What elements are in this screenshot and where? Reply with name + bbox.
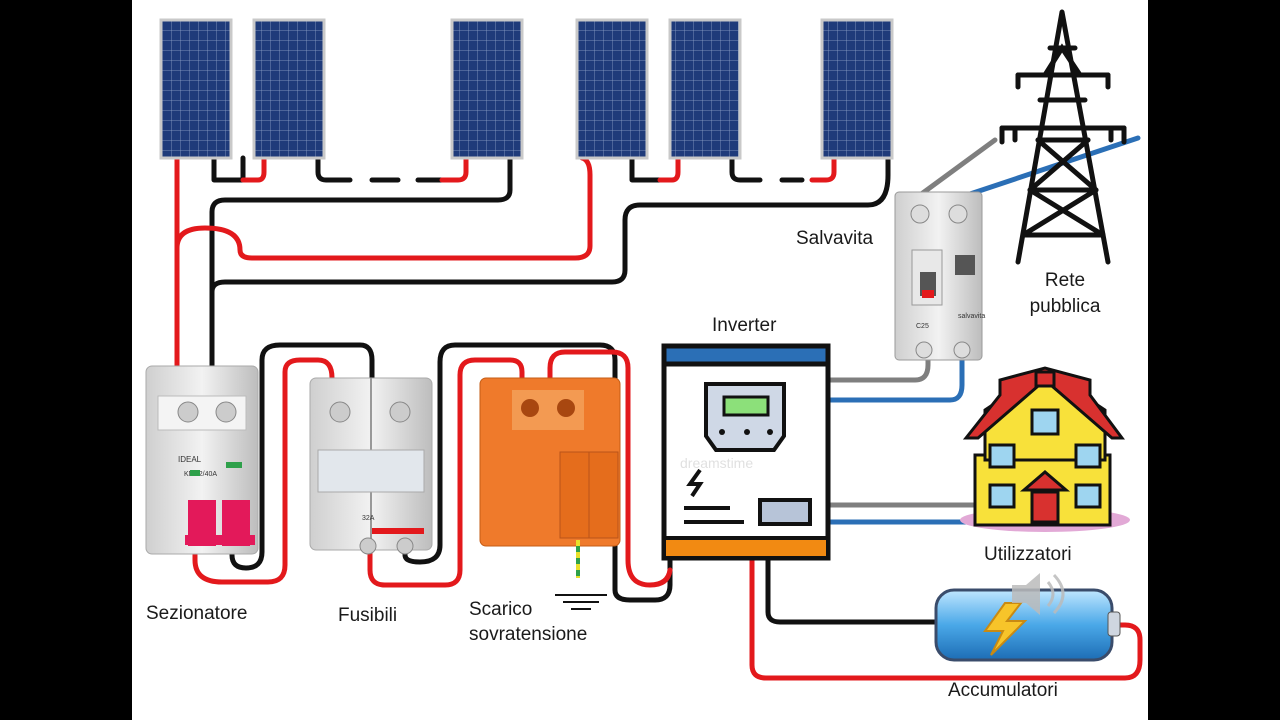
solar-panel-icon xyxy=(575,18,649,160)
battery-icon xyxy=(934,588,1121,662)
house-icon xyxy=(960,366,1130,532)
speaker-icon[interactable] xyxy=(1012,573,1065,615)
label-fusibili: Fusibili xyxy=(338,605,398,626)
positive-wire xyxy=(367,357,525,588)
ground-icon xyxy=(555,594,607,610)
battery-negative-wire xyxy=(765,557,943,625)
battery-positive-wire xyxy=(749,557,1143,681)
label-accumulatori: Accumulatori xyxy=(948,680,1058,701)
fusibili-device: 32A xyxy=(309,377,433,555)
grid-wire-blue xyxy=(955,135,1141,201)
solar-panel-icon xyxy=(252,18,326,160)
fuse-rating-text: 32A xyxy=(362,515,375,522)
panel-link-wire xyxy=(629,155,663,183)
spd-device xyxy=(479,377,621,578)
panel-link-wire xyxy=(809,155,837,183)
label-rete-line2: pubblica xyxy=(1029,296,1101,317)
positive-wire xyxy=(192,357,335,585)
ideal-brand-text: IDEAL xyxy=(178,455,202,464)
wiring-diagram: salvavita C25 IDEAL KMI-2/40A 32A xyxy=(145,9,1143,681)
pylon-icon xyxy=(999,9,1127,265)
label-sezionatore: Sezionatore xyxy=(146,603,248,624)
ac-wire-blue xyxy=(827,345,965,403)
panel-link-wire xyxy=(439,155,469,183)
negative-wire xyxy=(209,155,891,295)
label-rete-line1: Rete xyxy=(1044,270,1086,291)
label-scarico-line2: sovratensione xyxy=(469,624,588,645)
negative-wire xyxy=(209,155,513,383)
ac-wire-grey xyxy=(827,345,931,383)
solar-panel-icon xyxy=(668,18,742,160)
label-inverter: Inverter xyxy=(712,315,777,336)
label-salvavita: Salvavita xyxy=(796,228,874,249)
lightning-icon xyxy=(686,468,704,498)
sezionatore-device: IDEAL KMI-2/40A xyxy=(145,365,259,555)
rcd-brand-text: salvavita xyxy=(958,313,985,320)
solar-panel-icon xyxy=(159,18,233,160)
inverter-device: dreamstime xyxy=(661,343,831,561)
rcd-rating-text: C25 xyxy=(916,323,929,330)
label-utilizzatori: Utilizzatori xyxy=(984,544,1072,565)
solar-panel-icon xyxy=(820,18,894,160)
panel-link-wire xyxy=(729,155,763,183)
solar-panel-icon xyxy=(450,18,524,160)
breaker-model-text: KMI-2/40A xyxy=(184,471,217,478)
positive-wire xyxy=(547,349,673,588)
diagram-canvas: salvavita C25 IDEAL KMI-2/40A 32A xyxy=(132,0,1148,720)
panel-link-wire xyxy=(657,155,681,183)
negative-wire xyxy=(402,342,673,603)
label-scarico-sovratensione: Scarico sovratensione xyxy=(469,597,587,647)
positive-wire xyxy=(174,155,593,261)
grid-wire-grey xyxy=(917,137,998,198)
panel-link-wire xyxy=(240,155,267,183)
label-rete-pubblica: Rete pubblica xyxy=(1015,268,1115,320)
salvavita-rcd: salvavita C25 xyxy=(894,191,985,361)
negative-wire xyxy=(229,342,375,571)
panel-link-wire xyxy=(315,155,353,183)
solar-panels xyxy=(159,18,894,160)
panel-link-wire xyxy=(211,155,246,183)
label-scarico-line1: Scarico xyxy=(469,599,533,620)
watermark-text: dreamstime xyxy=(680,455,753,471)
